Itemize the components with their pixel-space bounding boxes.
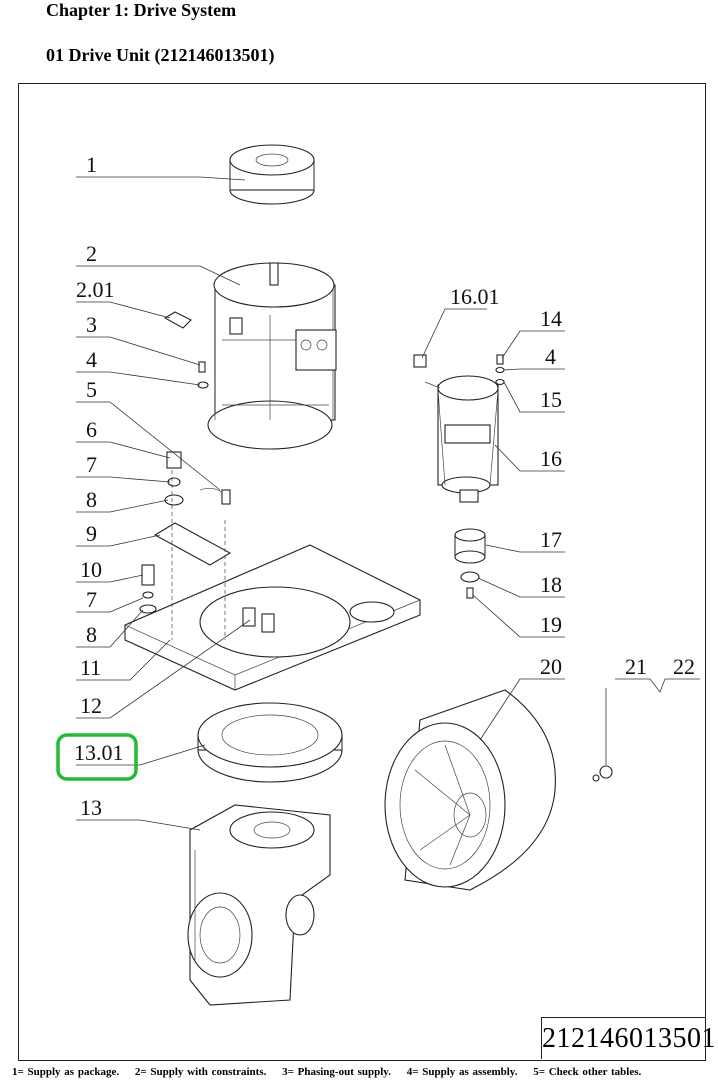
callout-10: 10 xyxy=(80,557,102,582)
highlight-box xyxy=(56,733,138,781)
part-22-washer[interactable] xyxy=(592,774,600,782)
leader-lines xyxy=(76,176,700,831)
callout-18: 18 xyxy=(540,572,562,597)
part-8-washer[interactable] xyxy=(164,494,184,506)
part-13-gearbox[interactable] xyxy=(187,804,331,1006)
callout-4: 4 xyxy=(86,347,97,372)
callout-20: 20 xyxy=(540,654,562,679)
callout-11: 11 xyxy=(80,655,101,680)
callout-9: 9 xyxy=(86,521,97,546)
part-6-bolt[interactable] xyxy=(166,451,182,469)
part-16-motor[interactable] xyxy=(424,375,499,503)
section-title: 01 Drive Unit (212146013501) xyxy=(46,45,275,65)
callout-13: 13 xyxy=(80,795,102,820)
legend-1: 1= Supply as package. xyxy=(12,1066,120,1078)
part-15-washer[interactable] xyxy=(495,378,505,386)
part-17-bushing[interactable] xyxy=(454,528,486,564)
part-3-screw[interactable] xyxy=(198,361,206,373)
callout-15: 15 xyxy=(540,387,562,412)
callout-13-01: 13.01 xyxy=(74,740,124,765)
part-18-washer[interactable] xyxy=(460,571,480,583)
part-19-screw[interactable] xyxy=(466,587,474,599)
part-number-box: 212146013501 xyxy=(541,1017,716,1059)
part-14-screw[interactable] xyxy=(496,354,504,365)
callout-labels: 1 2 2.01 3 4 5 6 7 8 9 10 7 8 11 12 13.0… xyxy=(74,152,695,820)
callout-5: 5 xyxy=(86,377,97,402)
part-9-bracket[interactable] xyxy=(153,522,232,566)
legend-3: 3= Phasing-out supply. xyxy=(282,1066,391,1078)
drawing-frame xyxy=(18,83,706,1061)
callout-8b: 8 xyxy=(86,622,97,647)
part-13-01-bearing[interactable] xyxy=(197,702,343,783)
callout-19: 19 xyxy=(540,612,562,637)
legend-4: 4= Supply as assembly. xyxy=(406,1066,518,1078)
part-2-01-clip[interactable] xyxy=(163,311,192,329)
part-4b-washer[interactable] xyxy=(495,366,505,374)
part-2-motor[interactable] xyxy=(207,262,337,450)
callout-1: 1 xyxy=(86,152,97,177)
part-16-01-connector[interactable] xyxy=(413,354,427,368)
part-20-wheel[interactable] xyxy=(384,689,556,891)
part-21-nut[interactable] xyxy=(599,765,613,779)
legend-5: 5= Check other tables. xyxy=(533,1066,642,1078)
callout-22: 22 xyxy=(673,654,695,679)
callout-2-01: 2.01 xyxy=(76,277,115,302)
callout-4b: 4 xyxy=(545,344,556,369)
part-12-bolts[interactable] xyxy=(242,607,275,633)
callout-12: 12 xyxy=(80,693,102,718)
callout-7: 7 xyxy=(86,452,97,477)
callout-16: 16 xyxy=(540,446,562,471)
part-1-brake[interactable] xyxy=(229,144,315,205)
part-10-bolt[interactable] xyxy=(139,564,157,614)
callout-14: 14 xyxy=(540,306,562,331)
callout-16-01: 16.01 xyxy=(450,284,500,309)
callout-17: 17 xyxy=(540,527,562,552)
part-5-sensor[interactable] xyxy=(199,488,231,505)
chapter-title: Chapter 1: Drive System xyxy=(46,0,237,20)
callout-8: 8 xyxy=(86,487,97,512)
callout-21: 21 xyxy=(625,654,647,679)
callout-7b: 7 xyxy=(86,587,97,612)
supply-legend: 1= Supply as package. 2= Supply with con… xyxy=(12,1066,653,1078)
callout-6: 6 xyxy=(86,417,97,442)
callout-3: 3 xyxy=(86,312,97,337)
legend-2: 2= Supply with constraints. xyxy=(134,1066,267,1078)
callout-2: 2 xyxy=(86,241,97,266)
